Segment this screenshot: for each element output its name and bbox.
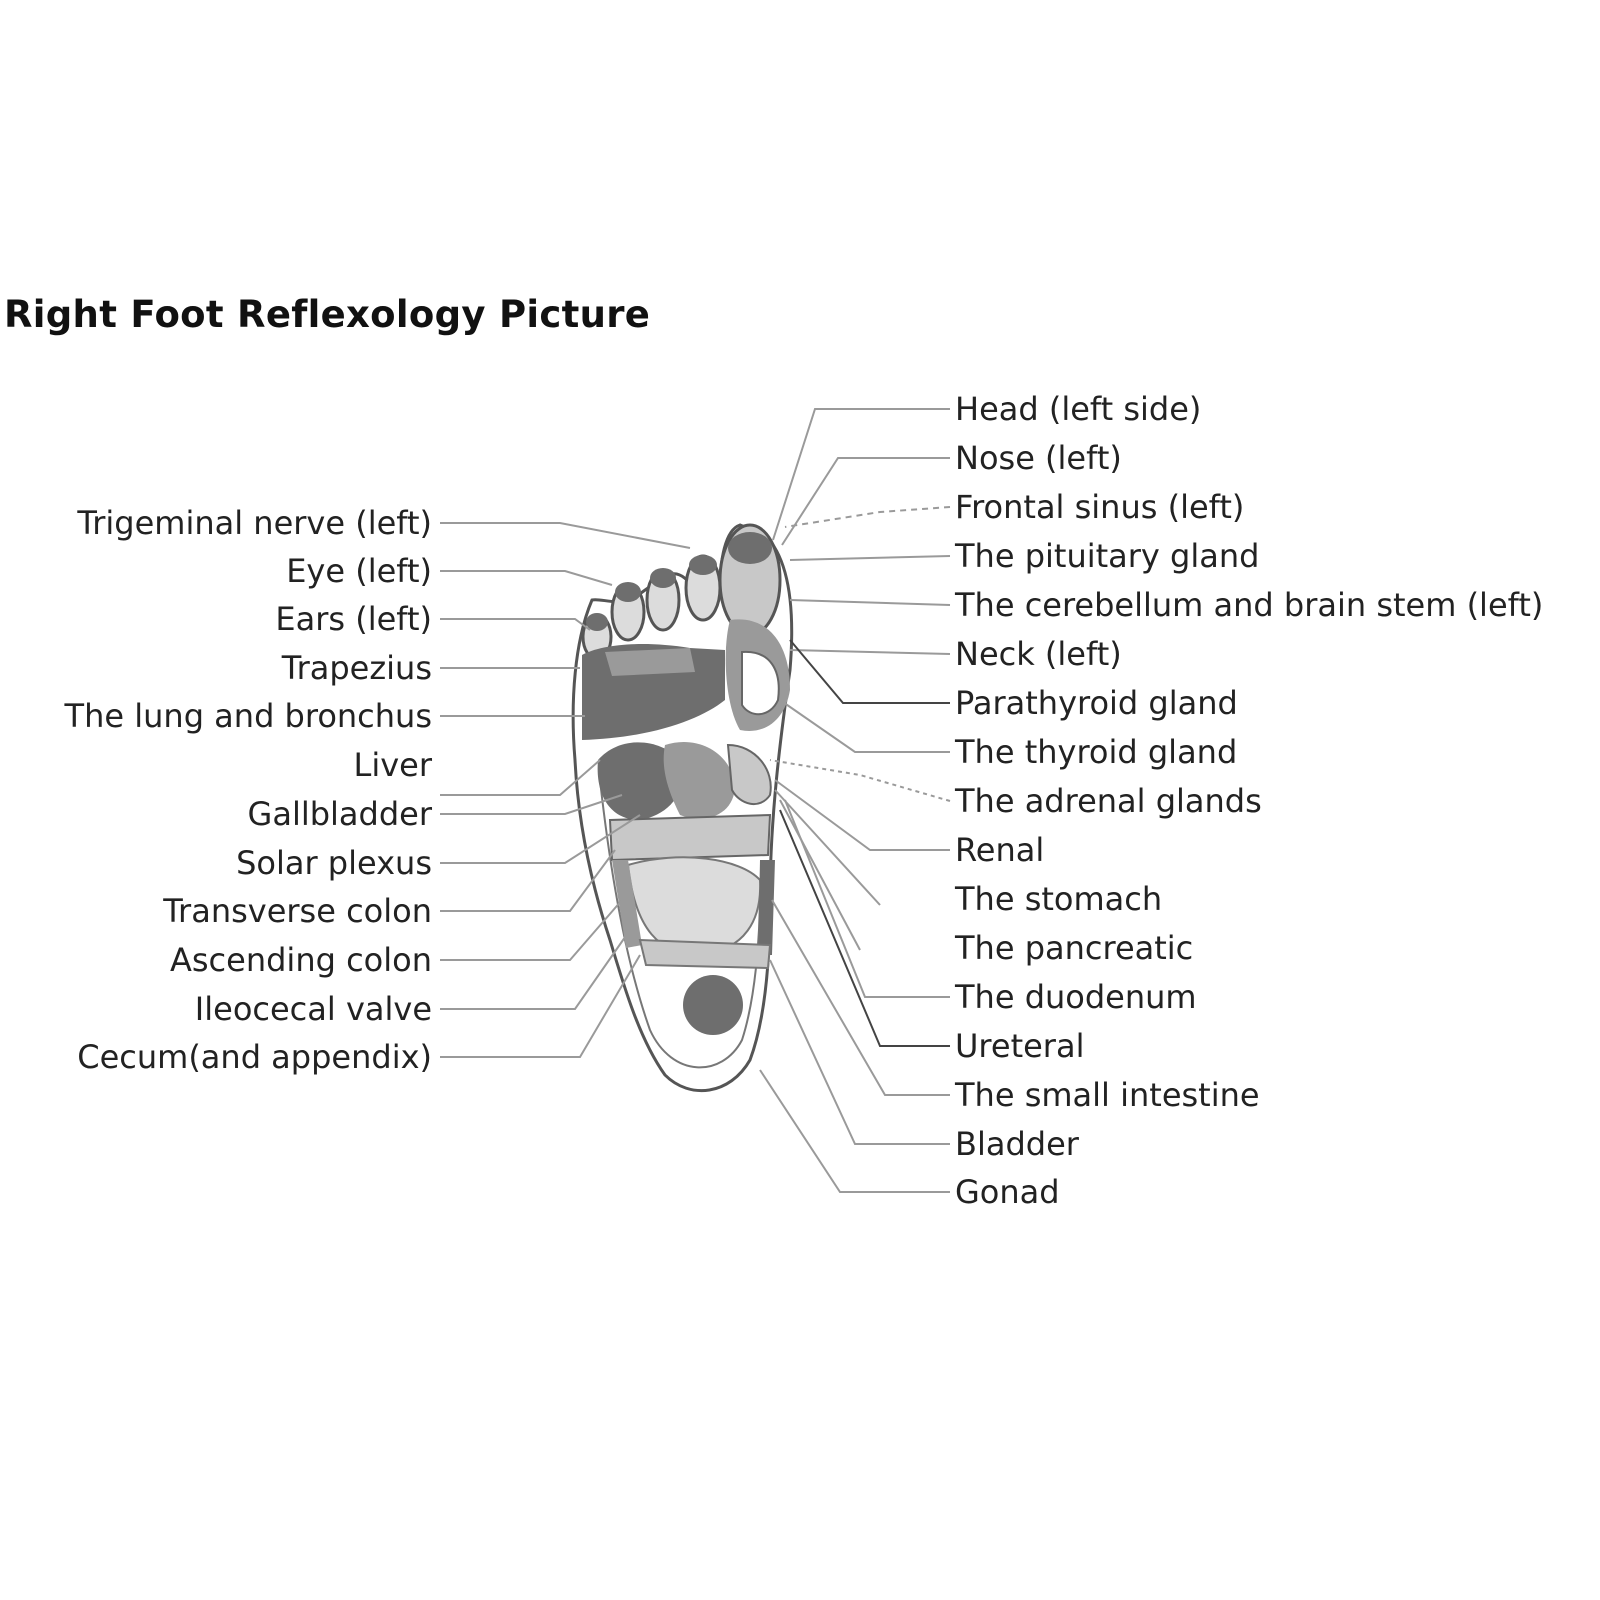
leader-solar-plexus <box>440 814 641 864</box>
leader-trigeminal <box>440 522 691 549</box>
label-pancreatic: The pancreatic <box>955 929 1194 967</box>
leader-liver <box>440 759 601 796</box>
label-nose: Nose (left) <box>955 439 1122 477</box>
label-gonad: Gonad <box>955 1173 1060 1211</box>
leader-ascending-colon <box>440 899 623 961</box>
diagram-title: Right Foot Reflexology Picture <box>4 293 651 336</box>
leader-neck <box>789 649 951 655</box>
toe-third-tip <box>650 568 676 588</box>
zone-stomach <box>663 741 735 819</box>
leader-pancreatic <box>779 799 861 951</box>
toe-little-tip <box>586 613 608 631</box>
leader-thyroid <box>779 699 950 753</box>
leader-parathyroid <box>789 639 950 704</box>
leader-ileocecal <box>440 929 631 1010</box>
leader-adrenal <box>769 759 951 802</box>
leader-stomach <box>774 789 881 906</box>
label-ileocecal-valve: Ileocecal valve <box>194 990 432 1028</box>
leader-ureteral <box>779 809 950 1047</box>
right-leader-lines <box>759 408 951 1193</box>
label-stomach: The stomach <box>955 880 1163 918</box>
foot-outline-inner <box>599 779 761 1069</box>
toe-big-tip <box>728 532 772 564</box>
zone-sigmoid <box>638 938 772 970</box>
label-pituitary-gland: The pituitary gland <box>955 537 1260 575</box>
label-duodenum: The duodenum <box>955 978 1197 1016</box>
leader-transverse-colon <box>440 849 616 912</box>
zone-descending-colon <box>758 860 775 955</box>
label-liver: Liver <box>353 746 433 784</box>
label-gallbladder: Gallbladder <box>247 795 432 833</box>
leader-frontal-sinus <box>784 506 951 528</box>
leader-gallbladder <box>440 794 623 815</box>
label-eye: Eye (left) <box>286 552 432 590</box>
leader-ears <box>440 618 591 631</box>
zone-transverse-colon <box>608 813 772 862</box>
label-neck: Neck (left) <box>955 635 1122 673</box>
left-leader-lines <box>440 522 691 1058</box>
zone-bladder <box>683 975 743 1035</box>
label-lung-bronchus: The lung and bronchus <box>64 697 432 735</box>
leader-gonad <box>759 1069 950 1193</box>
leader-head <box>772 408 950 541</box>
label-solar-plexus: Solar plexus <box>236 844 432 882</box>
zone-small-intestine <box>626 856 762 957</box>
leader-renal <box>774 779 950 851</box>
label-small-intestine: The small intestine <box>955 1076 1260 1114</box>
label-thyroid-gland: The thyroid gland <box>955 733 1238 771</box>
label-transverse-colon: Transverse colon <box>163 892 432 930</box>
label-renal: Renal <box>955 831 1045 869</box>
label-head: Head (left side) <box>955 390 1202 428</box>
leader-eye <box>440 570 613 586</box>
leader-small-intestine <box>771 899 950 1096</box>
label-bladder: Bladder <box>955 1125 1079 1163</box>
toe-second-tip <box>689 555 717 575</box>
toe-fourth-tip <box>615 582 641 602</box>
label-adrenal-glands: The adrenal glands <box>955 782 1262 820</box>
leader-bladder <box>769 959 950 1145</box>
label-parathyroid-gland: Parathyroid gland <box>955 684 1238 722</box>
label-ureteral: Ureteral <box>955 1027 1085 1065</box>
label-frontal-sinus: Frontal sinus (left) <box>955 488 1245 526</box>
label-ears: Ears (left) <box>275 600 432 638</box>
zone-trapezius <box>605 648 695 676</box>
zone-liver <box>597 742 683 820</box>
leader-cecum <box>440 954 641 1058</box>
leader-duodenum <box>784 799 950 998</box>
label-cerebellum-brain-stem: The cerebellum and brain stem (left) <box>955 586 1544 624</box>
label-trapezius: Trapezius <box>281 649 432 687</box>
label-ascending-colon: Ascending colon <box>169 941 432 979</box>
leader-pituitary <box>789 555 951 561</box>
leader-nose <box>781 457 950 546</box>
zone-ascending-colon <box>612 860 642 948</box>
zone-thyroid <box>741 650 780 716</box>
label-cecum: Cecum(and appendix) <box>77 1038 432 1076</box>
zone-adrenal <box>726 743 772 805</box>
label-trigeminal-nerve: Trigeminal nerve (left) <box>77 504 432 542</box>
leader-cerebellum <box>789 599 951 606</box>
